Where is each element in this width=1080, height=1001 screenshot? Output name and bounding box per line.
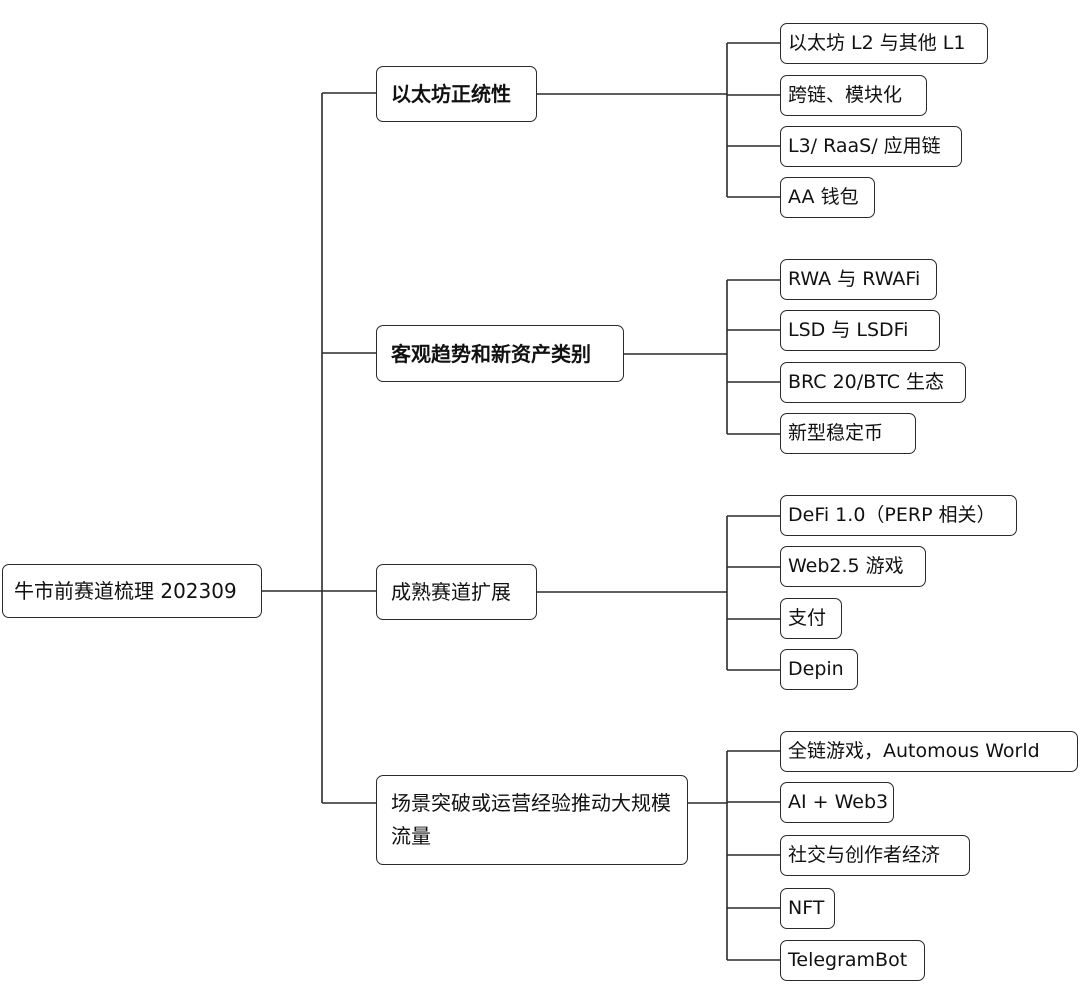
leaf-label: AI + Web3 (788, 791, 889, 814)
branch-node-mature-tracks[interactable]: 成熟赛道扩展 (376, 564, 537, 620)
leaf-node[interactable]: LSD 与 LSDFi (780, 310, 940, 351)
branch-label: 场景突破或运营经验推动大规模流量 (391, 791, 671, 848)
leaf-node[interactable]: 以太坊 L2 与其他 L1 (780, 23, 988, 64)
leaf-label: 社交与创作者经济 (788, 844, 941, 867)
leaf-node[interactable]: DeFi 1.0（PERP 相关） (780, 495, 1017, 536)
leaf-label: RWA 与 RWAFi (788, 268, 921, 291)
leaf-label: DeFi 1.0（PERP 相关） (788, 504, 996, 527)
leaf-node[interactable]: L3/ RaaS/ 应用链 (780, 126, 962, 167)
root-label: 牛市前赛道梳理 202309 (14, 579, 237, 603)
leaf-node[interactable]: AA 钱包 (780, 177, 875, 218)
branch-label: 成熟赛道扩展 (391, 580, 511, 604)
branch-label: 客观趋势和新资产类别 (391, 341, 591, 366)
leaf-label: 全链游戏，Automous World (788, 740, 1040, 763)
leaf-node[interactable]: NFT (780, 888, 835, 929)
leaf-label: 以太坊 L2 与其他 L1 (788, 32, 966, 55)
leaf-node[interactable]: BRC 20/BTC 生态 (780, 362, 966, 403)
leaf-node[interactable]: AI + Web3 (780, 782, 894, 823)
leaf-node[interactable]: 支付 (780, 598, 842, 639)
leaf-label: AA 钱包 (788, 186, 859, 209)
leaf-label: 支付 (788, 607, 827, 630)
leaf-node[interactable]: 全链游戏，Automous World (780, 731, 1078, 772)
branch-label: 以太坊正统性 (391, 82, 511, 106)
leaf-label: Web2.5 游戏 (788, 555, 904, 578)
leaf-label: 跨链、模块化 (788, 84, 903, 107)
leaf-label: TelegramBot (788, 949, 908, 972)
branch-node-new-asset-classes[interactable]: 客观趋势和新资产类别 (376, 325, 624, 382)
leaf-node[interactable]: Web2.5 游戏 (780, 546, 926, 587)
branch-node-scenario-breakthrough[interactable]: 场景突破或运营经验推动大规模流量 (376, 775, 688, 865)
leaf-node[interactable]: 社交与创作者经济 (780, 835, 970, 876)
leaf-node[interactable]: 新型稳定币 (780, 413, 916, 454)
leaf-node[interactable]: Depin (780, 649, 858, 690)
leaf-label: NFT (788, 897, 825, 920)
leaf-label: Depin (788, 658, 844, 681)
leaf-label: L3/ RaaS/ 应用链 (788, 135, 941, 158)
leaf-node[interactable]: TelegramBot (780, 940, 925, 981)
leaf-label: LSD 与 LSDFi (788, 319, 909, 342)
leaf-label: BRC 20/BTC 生态 (788, 371, 945, 394)
branch-node-ethereum-orthodoxy[interactable]: 以太坊正统性 (376, 66, 537, 122)
root-node[interactable]: 牛市前赛道梳理 202309 (2, 564, 262, 618)
leaf-node[interactable]: 跨链、模块化 (780, 75, 927, 116)
leaf-node[interactable]: RWA 与 RWAFi (780, 259, 937, 300)
leaf-label: 新型稳定币 (788, 422, 884, 445)
